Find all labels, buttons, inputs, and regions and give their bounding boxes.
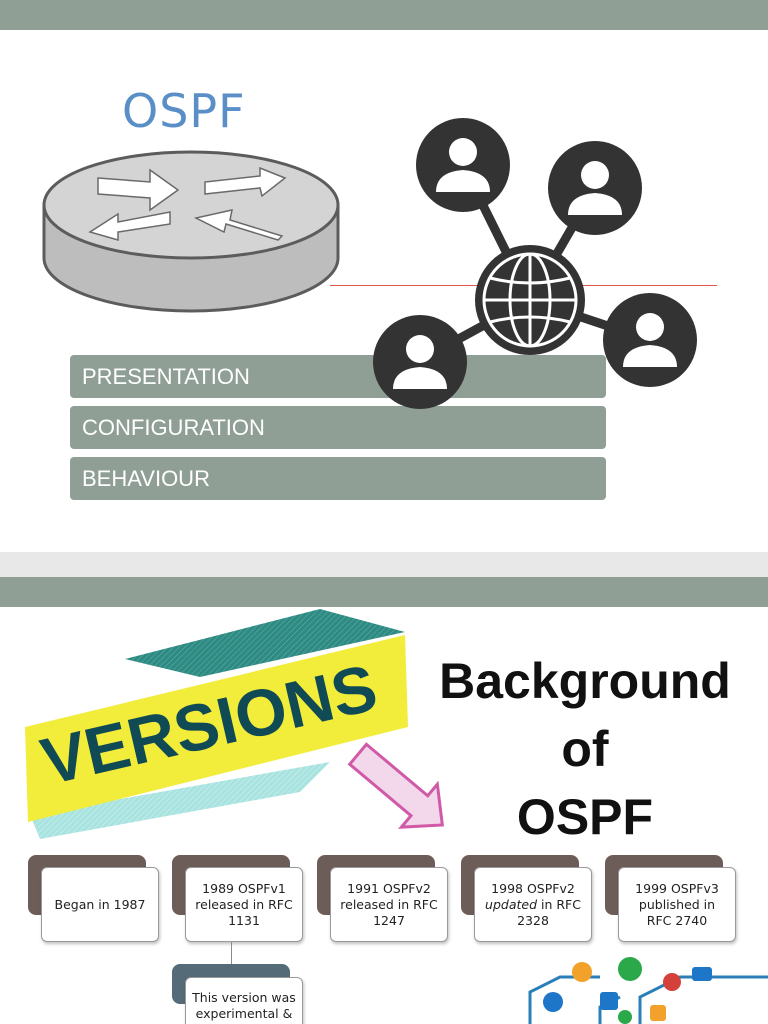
router-icon [42,150,340,313]
menu-item-configuration[interactable]: CONFIGURATION [70,406,606,449]
ospf-title: OSPF [122,84,246,138]
heading-line: of [561,721,609,777]
timeline-card: 1998 OSPFv2 updated in RFC 2328 [474,867,592,942]
slide-header-band [0,0,768,30]
network-people-icon [416,118,697,387]
menu-item-behaviour[interactable]: BEHAVIOUR [70,457,606,500]
timeline-card: Began in 1987 [41,867,159,942]
person-node-icon [373,315,467,409]
slide-header-band [0,577,768,607]
timeline-card: 1999 OSPFv3 published in RFC 2740 [618,867,736,942]
timeline-sub-card: This version was experimental & [185,977,303,1024]
timeline-card: 1991 OSPFv2 released in RFC 1247 [330,867,448,942]
timeline-card: 1989 OSPFv1 released in RFC 1131 [185,867,303,942]
circuit-decoration-icon [528,957,768,1024]
timeline-connector [231,942,232,964]
menu-item-presentation[interactable]: PRESENTATION [70,355,606,398]
heading-line: OSPF [516,789,654,845]
heading-line: Background [439,653,731,709]
slide-ospf-background: VERSIONS Background of OSPF Began in 198… [0,577,768,1024]
versions-banner-graphic: VERSIONS [25,609,445,839]
slide-ospf-overview: OSPF [0,0,768,552]
background-heading: Background of OSPF [405,647,765,851]
